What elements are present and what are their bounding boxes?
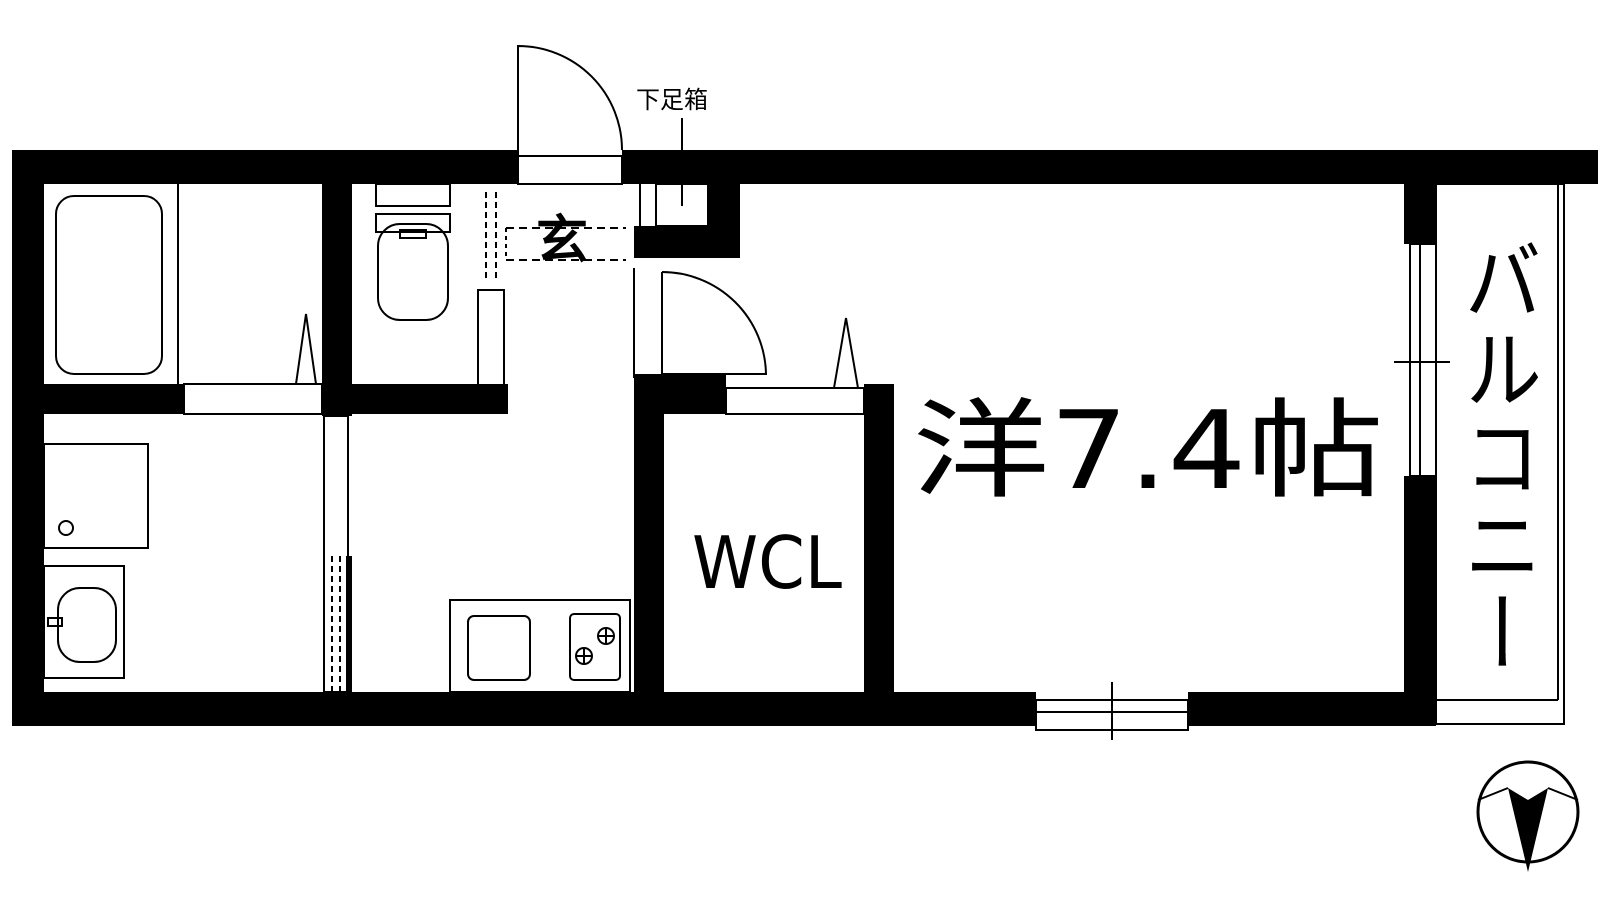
- kitchen-sink: [467, 615, 531, 681]
- entrance-label: 玄: [536, 211, 588, 271]
- bath-sliding-door: [183, 383, 323, 415]
- balcony-label: バルコニー: [1451, 236, 1541, 676]
- toilet-tank: [375, 183, 451, 207]
- interior-door-swing: [661, 271, 768, 375]
- shoe-box-label: 下足箱: [636, 86, 708, 114]
- toilet-door: [477, 289, 505, 387]
- front-door-swing: [517, 44, 623, 156]
- basin-tap: [47, 617, 63, 627]
- wcl-door-handle: [832, 317, 860, 389]
- laundry-sliding-door: [323, 415, 349, 693]
- wcl-door: [725, 387, 865, 415]
- compass-north-icon: [1476, 760, 1580, 872]
- bathtub: [55, 195, 163, 375]
- toilet-seat-top: [375, 213, 451, 233]
- washer-drain: [58, 520, 74, 536]
- toilet-bowl: [377, 223, 449, 321]
- walls: [12, 150, 1598, 726]
- front-door-frame: [517, 155, 623, 185]
- wcl-label: WCL: [692, 521, 842, 605]
- basin-bowl: [57, 587, 117, 663]
- toilet-seat-gap: [399, 229, 427, 239]
- balcony-window: [1409, 243, 1437, 477]
- bath-door-handle: [294, 313, 318, 385]
- western-room-label: 洋7.4帖: [912, 389, 1384, 514]
- stove: [569, 613, 621, 681]
